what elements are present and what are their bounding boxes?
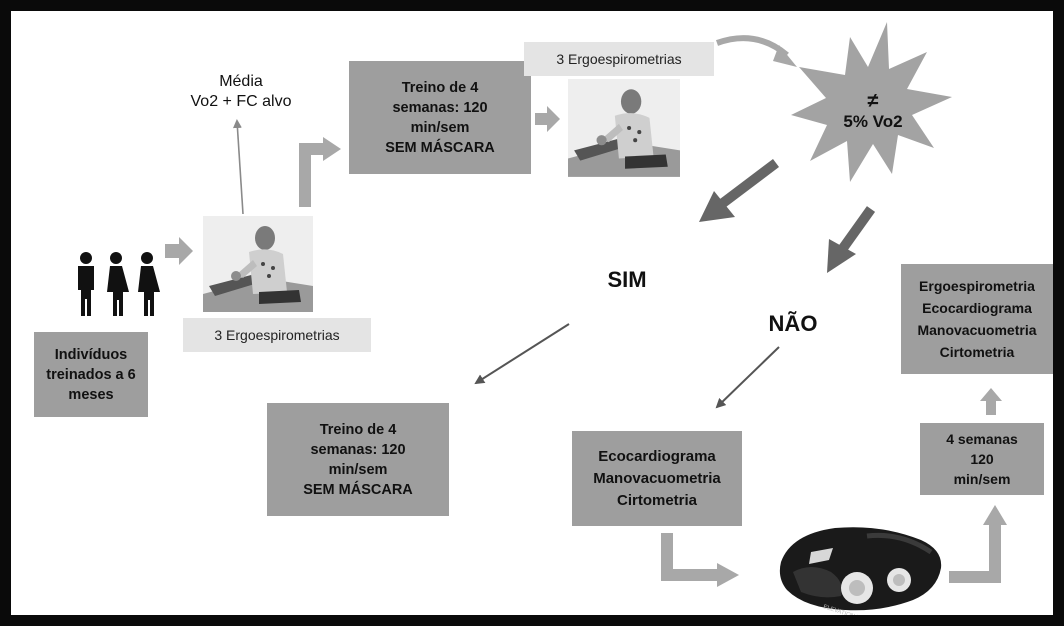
ergo-label-left: 3 Ergoespirometrias <box>183 318 371 352</box>
big-arrow-to-nao <box>836 206 876 254</box>
training-box-top: Treino de 4 semanas: 120 min/sem SEM MÁS… <box>349 61 531 174</box>
arrow-elbow-to-training <box>299 143 327 207</box>
training-bottom-line-4: SEM MÁSCARA <box>303 481 413 498</box>
training-top-line-3: min/sem <box>410 119 470 136</box>
starburst-shape <box>791 22 952 182</box>
weeks-line-1: 4 semanas <box>946 431 1018 447</box>
arrow-weeks-to-exams <box>980 388 1002 415</box>
arrow-nao-to-exams <box>715 346 780 409</box>
weeks-line-3: min/sem <box>953 471 1011 487</box>
arrow-exams-to-mask <box>661 533 721 581</box>
media-title: Média <box>219 73 263 90</box>
training-top-line-4: SEM MÁSCARA <box>385 139 495 156</box>
arrow-mask-to-weeks <box>949 523 1001 583</box>
training-box-bottom: Treino de 4 semanas: 120 min/sem SEM MÁS… <box>267 403 449 516</box>
exams-box-bottom: Ecocardiograma Manovacuometria Cirtometr… <box>572 431 742 526</box>
training-bottom-line-3: min/sem <box>328 461 388 478</box>
exams-bottom-line-1: Ecocardiograma <box>598 447 716 465</box>
individuals-line-1: Indivíduos <box>54 346 128 363</box>
nao-label: NÃO <box>768 311 818 336</box>
sim-label: SIM <box>607 267 647 292</box>
weeks-box: 4 semanas 120 min/sem <box>920 423 1044 495</box>
exams-bottom-line-2: Manovacuometria <box>593 469 721 487</box>
starburst-text: 5% Vo2 <box>843 112 903 131</box>
training-bottom-line-1: Treino de 4 <box>319 421 397 438</box>
arrow-sim-to-training <box>474 323 570 385</box>
exams-box-right: Ergoespirometria Ecocardiograma Manovacu… <box>901 264 1053 374</box>
arrows-layer <box>165 22 1007 587</box>
media-subtitle: Vo2 + FC alvo <box>190 93 292 110</box>
training-top-line-1: Treino de 4 <box>401 79 479 96</box>
ergo-label-top: 3 Ergoespirometrias <box>524 42 714 76</box>
training-bottom-line-2: semanas: 120 <box>310 441 406 458</box>
diagram-canvas: Média Vo2 + FC alvo Indivíduos treinados… <box>11 11 1053 615</box>
arrow-to-media <box>232 119 244 215</box>
runner-illustration-2 <box>568 79 680 177</box>
starburst-symbol: ≠ <box>867 90 879 112</box>
media-label: Média Vo2 + FC alvo <box>161 72 321 112</box>
training-mask-image: ELEVATION TRAINING MASK <box>779 527 942 615</box>
training-top-line-2: semanas: 120 <box>392 99 488 116</box>
weeks-line-2: 120 <box>970 451 994 467</box>
individuals-line-2: treinados a 6 <box>46 366 136 383</box>
exams-right-line-3: Manovacuometria <box>917 322 1037 338</box>
individuals-box: Indivíduos treinados a 6 meses <box>34 332 148 417</box>
arrow-people-to-photo <box>165 237 193 265</box>
arrow-training-to-photo2 <box>535 106 560 132</box>
treadmill-photo-left <box>203 216 313 312</box>
exams-bottom-line-3: Cirtometria <box>616 491 698 509</box>
exams-right-line-4: Cirtometria <box>939 344 1015 360</box>
starburst-label: ≠ 5% Vo2 <box>823 91 923 133</box>
treadmill-photo-top <box>568 79 680 177</box>
big-arrow-to-sim <box>715 159 780 210</box>
exams-right-line-1: Ergoespirometria <box>919 278 1035 294</box>
exams-right-line-2: Ecocardiograma <box>922 300 1032 316</box>
individuals-line-3: meses <box>68 386 114 403</box>
people-icon <box>78 252 160 316</box>
runner-illustration <box>203 216 313 312</box>
